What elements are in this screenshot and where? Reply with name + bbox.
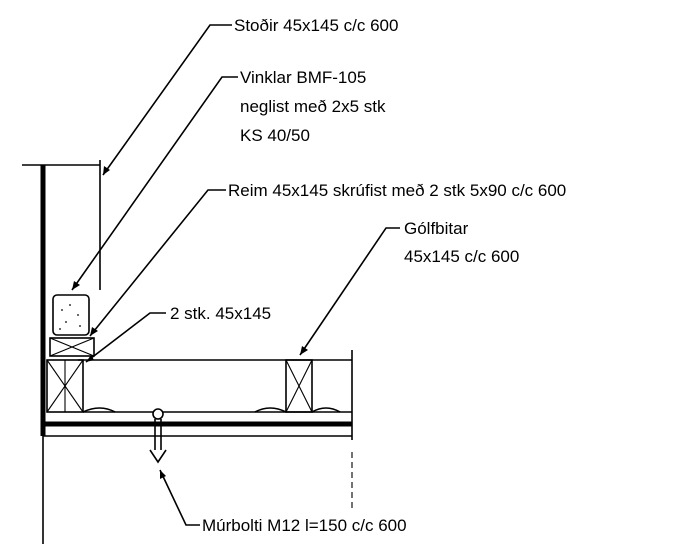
hanger-left (82, 407, 116, 413)
hanger-joist-right (311, 407, 341, 413)
leader-strap (89, 189, 226, 337)
leader-brackets (71, 76, 238, 291)
leader-double-plate (85, 312, 166, 363)
label-strap: Reim 45x145 skrúfist með 2 stk 5x90 c/c … (228, 181, 566, 200)
label-studs: Stoðir 45x145 c/c 600 (234, 16, 398, 35)
leader-joists (299, 227, 400, 356)
anchor-bolt (149, 408, 167, 464)
hanger-joist-left (254, 407, 287, 413)
bracket-dots (59, 304, 81, 330)
label-joists-line1: Gólfbitar (404, 219, 469, 238)
label-joists-line2: 45x145 c/c 600 (404, 247, 519, 266)
double-plate (46, 359, 84, 413)
label-double-plate: 2 stk. 45x145 (170, 304, 271, 323)
leader-studs (102, 24, 232, 176)
leader-anchor-bolt (159, 469, 200, 526)
floor-joist (285, 359, 313, 413)
bracket-block (52, 294, 90, 336)
label-brackets-line1: Vinklar BMF-105 (240, 68, 366, 87)
label-brackets-line3: KS 40/50 (240, 126, 310, 145)
label-anchor-bolt: Múrbolti M12 l=150 c/c 600 (202, 516, 407, 535)
strap-member (49, 337, 95, 357)
label-brackets-line2: neglist með 2x5 stk (240, 97, 386, 116)
